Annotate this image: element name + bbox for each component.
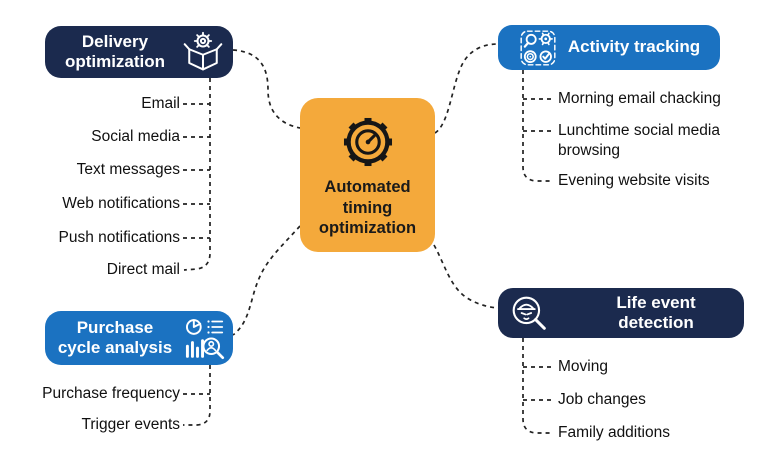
list-item-trigger-events: Trigger events: [81, 416, 181, 433]
trunk-activity-items: [522, 70, 553, 182]
list-item-text-messages: Text messages: [76, 161, 180, 178]
list-item-purchase-frequency: Purchase frequency: [42, 385, 180, 402]
list-item-direct-mail: Direct mail: [106, 261, 180, 278]
branch-purchase-cycle: Purchase cycle analysis: [45, 311, 233, 365]
branch-delivery-label: Delivery optimization: [64, 31, 166, 71]
branch-purchase-label: Purchase cycle analysis: [57, 317, 173, 357]
branch-activity-label: Activity tracking: [567, 37, 701, 57]
list-item-social-media: Social media: [91, 128, 180, 145]
connector-center-life: [433, 244, 499, 309]
list-item-evening-visits: Evening website visits: [558, 172, 710, 189]
list-item-push-notifications: Push notifications: [58, 229, 181, 246]
branch-life-label: Life event detection: [616, 292, 696, 332]
list-item-moving: Moving: [558, 358, 608, 375]
connector-center-purchase: [232, 225, 301, 336]
charts-magnifier-icon: [185, 319, 225, 360]
open-box-gear-icon: [183, 31, 223, 71]
detective-magnifier-icon: [512, 296, 546, 330]
activity-grid-icon: [520, 29, 556, 66]
center-node-label: Automated timing optimization: [318, 178, 417, 238]
list-item-web-notifications: Web notifications: [62, 195, 180, 212]
list-item-email: Email: [141, 95, 180, 112]
center-node: Automated timing optimization: [300, 98, 435, 252]
branch-activity-tracking: Activity tracking: [498, 25, 720, 70]
list-item-family-additions: Family additions: [558, 424, 670, 441]
trunk-life-items: [522, 338, 552, 434]
list-item-morning-email: Morning email chacking: [558, 90, 721, 107]
trunk-purchase-items: [183, 365, 211, 426]
branch-life-event: Life event detection: [498, 288, 744, 338]
connector-delivery-center: [232, 49, 301, 129]
list-item-lunchtime-social: Lunchtime social media browsing: [558, 122, 720, 159]
trunk-delivery-items: [183, 78, 211, 271]
list-item-job-changes: Job changes: [558, 391, 646, 408]
connector-center-activity: [434, 43, 499, 134]
branch-delivery-optimization: Delivery optimization: [45, 26, 233, 78]
gear-gauge-icon: [343, 118, 392, 167]
